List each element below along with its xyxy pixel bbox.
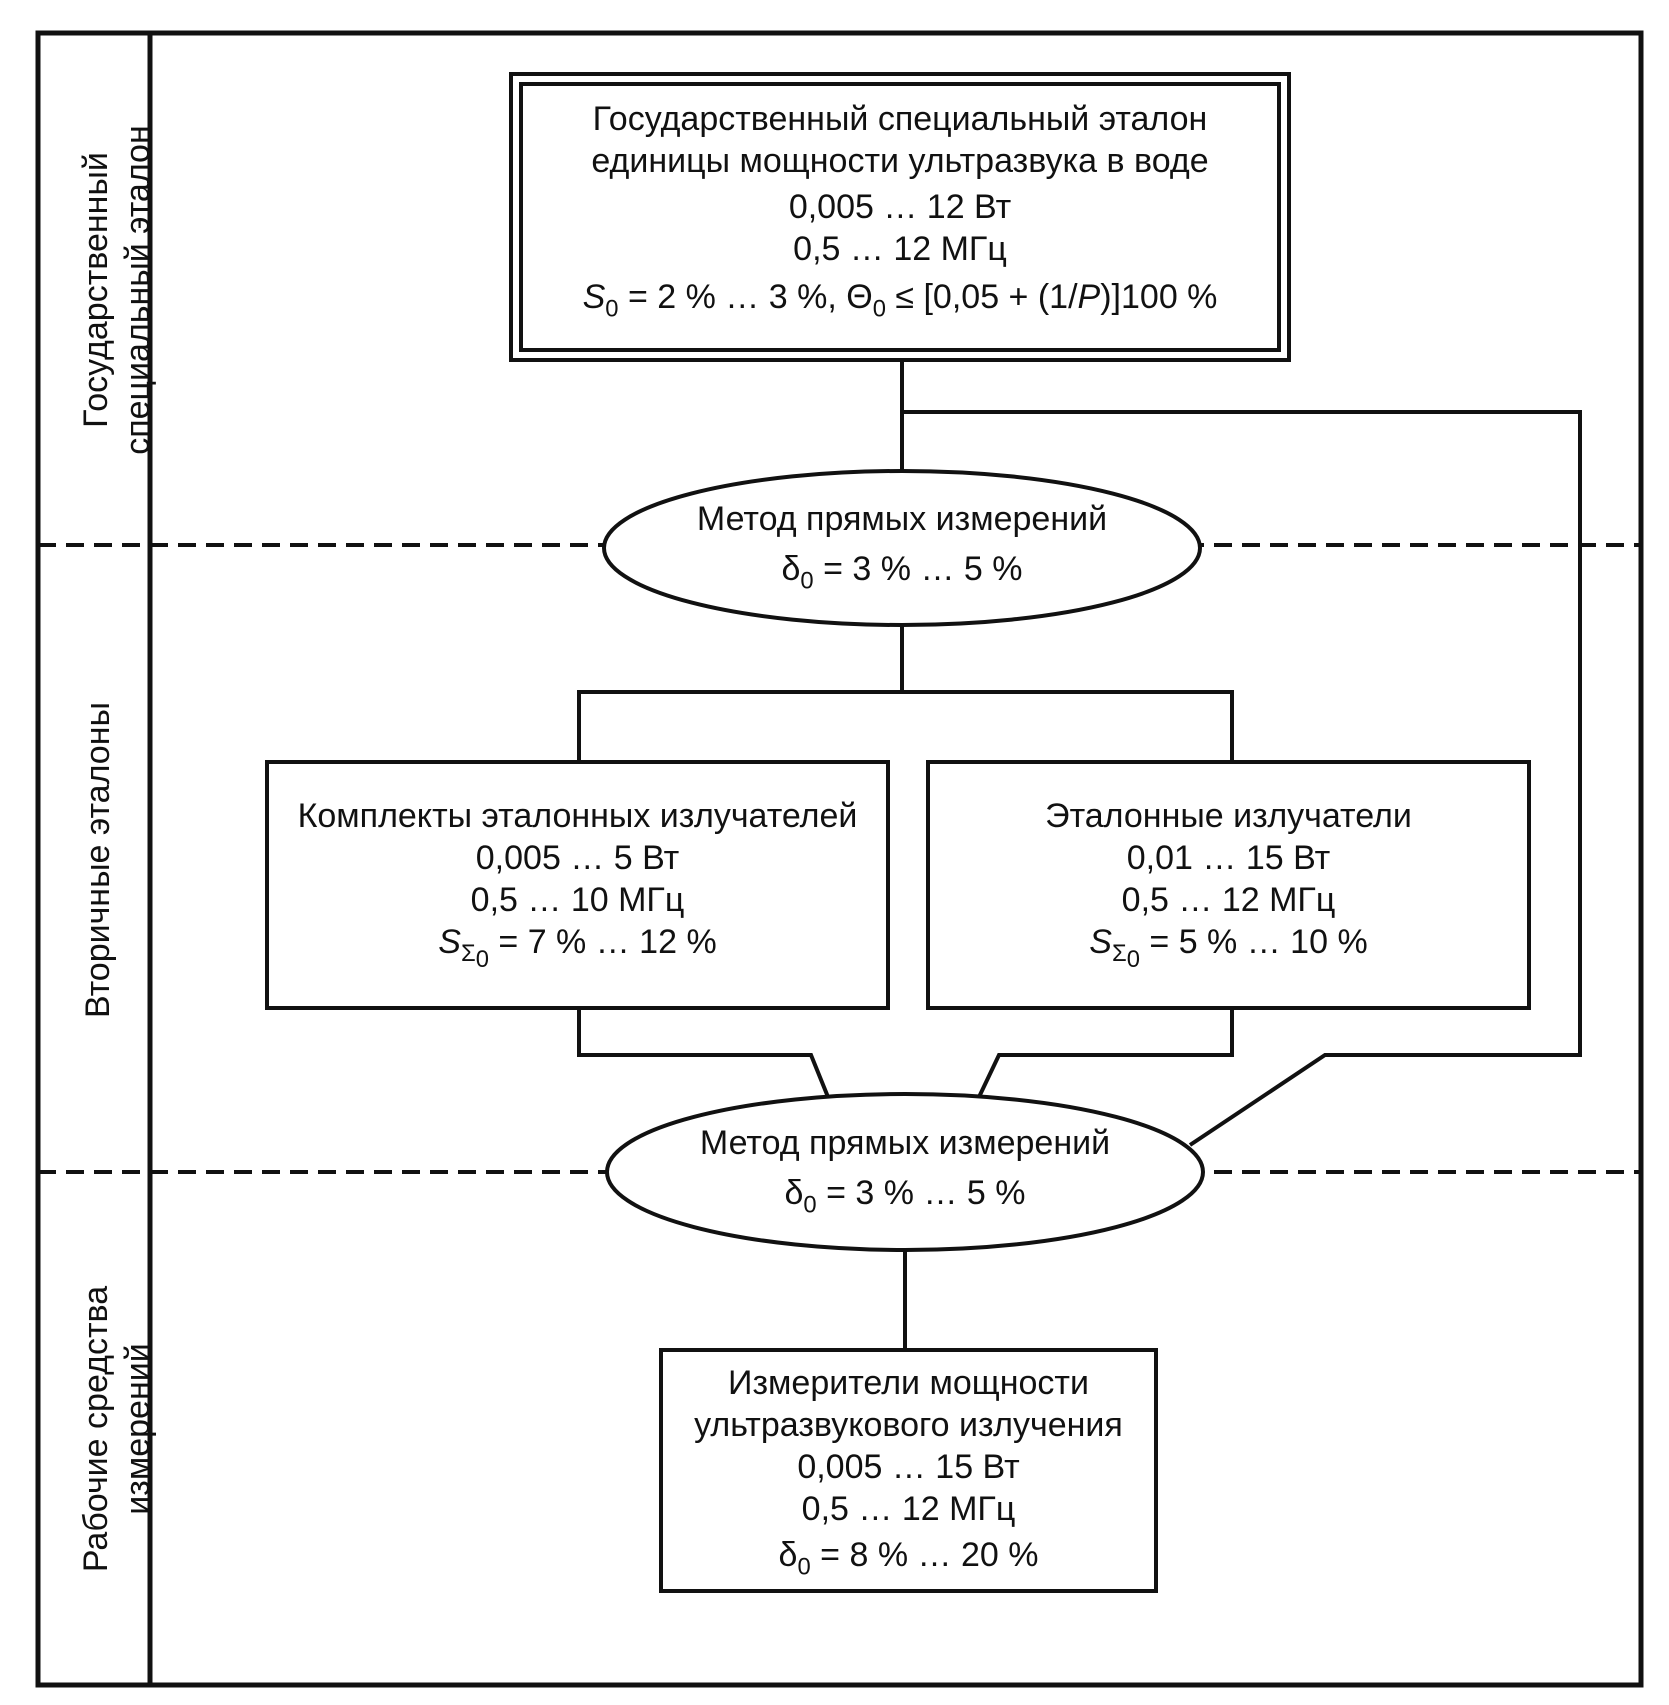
reference-emitters-box — [926, 760, 1531, 1010]
section-label-working-instruments: Рабочие средства измерений — [75, 1219, 159, 1639]
delta-symbol: δ — [781, 550, 801, 588]
left-box-frequency: 0,5 … 10 МГц — [470, 881, 685, 919]
bottom-power: 0,005 … 15 Вт — [797, 1448, 1020, 1486]
method2-ellipse — [605, 1092, 1205, 1252]
s-value: = 5 % … 10 % — [1139, 923, 1368, 961]
method1-text: Метод прямых измерений δ0 = 3 % … 5 % — [620, 498, 1184, 593]
delta-value: = 3 % … 5 % — [813, 550, 1023, 588]
s-symbol: S — [438, 923, 461, 961]
s-subscript: Σ0 — [1111, 940, 1140, 974]
theta-subscript: 0 — [872, 295, 886, 323]
method1-title: Метод прямых измерений — [696, 500, 1108, 538]
s-subscript: 0 — [605, 295, 619, 323]
method1-ellipse — [602, 469, 1202, 627]
s-symbol: S — [1089, 923, 1112, 961]
connector-right-method2 — [977, 1008, 1234, 1098]
power-meters-box — [659, 1348, 1158, 1593]
connectors — [577, 360, 1582, 1350]
delta-symbol: δ — [778, 1536, 798, 1574]
primary-error-spec: S0 = 2 % … 3 %, Θ0 ≤ [0,05 + (1/P)]100 % — [525, 276, 1275, 321]
section-label-line2: специальный эталон — [119, 125, 157, 455]
s-symbol: S — [582, 278, 606, 316]
delta-subscript: 0 — [803, 1191, 817, 1219]
primary-title-line2: единицы мощности ультразвука в воде — [591, 142, 1209, 180]
primary-standard-box-outer — [509, 72, 1291, 362]
delta-subscript: 0 — [797, 1553, 811, 1581]
primary-standard-box-inner — [519, 82, 1281, 352]
right-box-power: 0,01 … 15 Вт — [1126, 839, 1331, 877]
delta-subscript: 0 — [800, 567, 814, 595]
primary-standard-text: Государственный специальный эталон едини… — [525, 98, 1275, 321]
method1-error: δ0 = 3 % … 5 % — [620, 548, 1184, 593]
theta-value-b: )]100 % — [1100, 278, 1218, 316]
right-box-error: SΣ0 = 5 % … 10 % — [932, 921, 1525, 972]
theta-p: P — [1077, 278, 1101, 316]
primary-frequency-range: 0,5 … 12 МГц — [793, 230, 1007, 268]
reference-emitters-text: Эталонные излучатели 0,01 … 15 Вт 0,5 … … — [932, 795, 1525, 972]
method2-text: Метод прямых измерений δ0 = 3 % … 5 % — [623, 1122, 1187, 1217]
connector-left-method2 — [577, 1008, 830, 1098]
method2-title: Метод прямых измерений — [699, 1124, 1111, 1162]
right-box-title: Эталонные излучатели — [1045, 797, 1412, 835]
delta-value: = 8 % … 20 % — [810, 1536, 1039, 1574]
section-label-line1: Рабочие средства — [77, 1285, 115, 1573]
delta-value: = 3 % … 5 % — [816, 1174, 1026, 1212]
outer-frame — [35, 30, 1644, 1688]
bottom-title-line2: ультразвукового излучения — [694, 1406, 1123, 1444]
connector-split-bar — [577, 690, 1234, 762]
section-label-line1: Вторичные эталоны — [79, 702, 117, 1018]
method2-error: δ0 = 3 % … 5 % — [623, 1172, 1187, 1217]
reference-emitter-sets-box — [265, 760, 890, 1010]
s-value: = 2 % … 3 %, — [618, 278, 847, 316]
bottom-title-line1: Измерители мощности — [728, 1364, 1089, 1402]
primary-power-range: 0,005 … 12 Вт — [788, 188, 1012, 226]
delta-symbol: δ — [784, 1174, 804, 1212]
theta-symbol: Θ — [846, 278, 873, 316]
left-box-error: SΣ0 = 7 % … 12 % — [271, 921, 884, 972]
right-box-frequency: 0,5 … 12 МГц — [1121, 881, 1336, 919]
connector-bypass — [902, 410, 1582, 1147]
section-label-line2: измерений — [119, 1343, 157, 1515]
left-box-title: Комплекты эталонных излучателей — [297, 797, 858, 835]
bottom-error: δ0 = 8 % … 20 % — [665, 1534, 1152, 1579]
section-label-secondary-standards: Вторичные эталоны — [77, 690, 119, 1030]
power-meters-text: Измерители мощности ультразвукового излу… — [665, 1362, 1152, 1579]
s-subscript: Σ0 — [460, 940, 489, 974]
primary-title-line1: Государственный специальный эталон — [592, 100, 1208, 138]
section-label-line1: Государственный — [77, 152, 115, 428]
s-value: = 7 % … 12 % — [488, 923, 717, 961]
bottom-frequency: 0,5 … 12 МГц — [801, 1490, 1016, 1528]
reference-emitter-sets-text: Комплекты эталонных излучателей 0,005 … … — [271, 795, 884, 972]
section-label-state-standard: Государственный специальный эталон — [75, 80, 159, 500]
theta-value-a: ≤ [0,05 + (1/ — [885, 278, 1078, 316]
left-box-power: 0,005 … 5 Вт — [475, 839, 680, 877]
